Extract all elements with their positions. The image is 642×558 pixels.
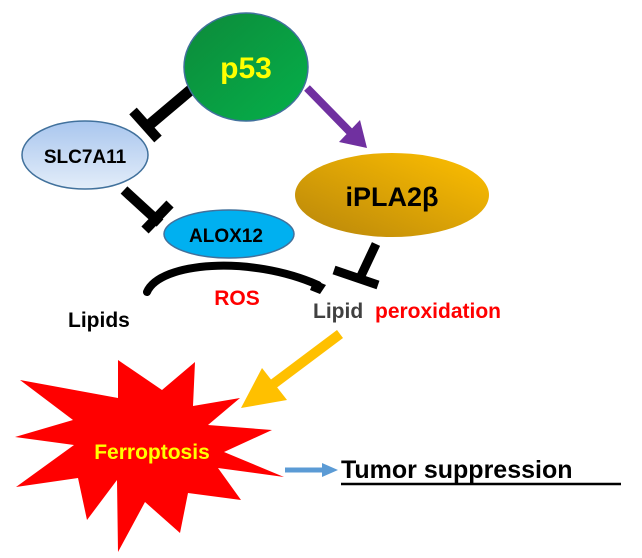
slc7a11-label: SLC7A11 (44, 147, 127, 168)
tumor-suppression-outcome: Tumor suppression (341, 456, 621, 486)
iplа2b-inhibits-lipid-peroxidation-edge (332, 242, 381, 290)
p53-label: p53 (220, 52, 272, 85)
iplа2b-node[interactable]: iPLA2β (295, 153, 489, 237)
alox12-node[interactable]: ALOX12 (163, 209, 295, 259)
ferroptosis-node[interactable]: Ferroptosis (15, 360, 284, 552)
lipid-peroxidation-to-ferroptosis-arrow (241, 330, 343, 408)
iplа2b-label: iPLA2β (346, 182, 439, 212)
lipids-label: Lipids (68, 309, 130, 332)
ferroptosis-label: Ferroptosis (94, 441, 210, 464)
ferroptosis-to-tumor-suppression-arrow (285, 463, 338, 477)
ros-label: ROS (214, 287, 260, 310)
starburst-shape (15, 360, 284, 552)
peroxidation-word: peroxidation (375, 300, 501, 323)
p53-node[interactable]: p53 (183, 12, 309, 122)
p53-inhibits-slc7a11-edge (129, 83, 197, 143)
lipids-to-lipid-peroxidation-arc (143, 261, 326, 296)
lipid-word: Lipid (313, 300, 363, 323)
lipid-peroxidation-label: Lipid peroxidation (313, 300, 501, 323)
slc7a11-node[interactable]: SLC7A11 (21, 120, 149, 190)
alox12-label: ALOX12 (189, 226, 263, 247)
p53-activates-iplа2b-arrow (304, 85, 367, 148)
tumor-suppression-label: Tumor suppression (341, 456, 573, 484)
slc7a11-inhibits-alox12-edge (120, 186, 174, 234)
